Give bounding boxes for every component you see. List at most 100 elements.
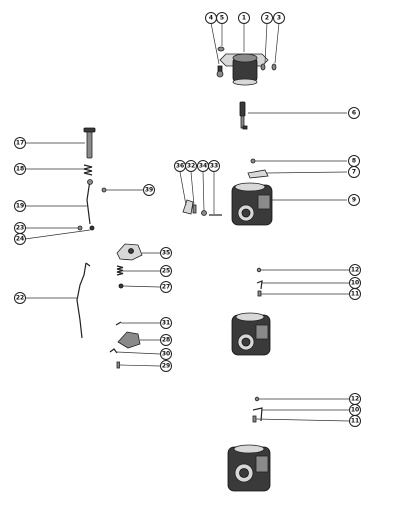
callout-label-23: 23 xyxy=(16,225,24,232)
pin-part-31 xyxy=(115,321,122,326)
callout-35: 35 xyxy=(160,247,172,259)
spring-part-11-upper xyxy=(257,290,262,297)
callout-28: 28 xyxy=(160,334,172,346)
callout-4: 4 xyxy=(205,12,217,24)
callout-10-lower: 10 xyxy=(349,404,361,416)
spring-part-26 xyxy=(116,265,124,276)
float-part-28 xyxy=(117,331,141,349)
jet-part-6 xyxy=(239,101,248,130)
screw-part-4 xyxy=(216,65,224,78)
callout-label-33: 33 xyxy=(210,163,218,170)
screw-part-8 xyxy=(250,158,256,164)
callout-label-7: 7 xyxy=(352,169,356,176)
pin-part-32 xyxy=(192,204,197,214)
leader-lines xyxy=(24,22,350,422)
callout-5: 5 xyxy=(216,12,228,24)
callout-label-30: 30 xyxy=(162,351,170,358)
callout-label-18: 18 xyxy=(16,166,24,173)
callout-7: 7 xyxy=(348,166,360,178)
link-rod-part-19 xyxy=(86,179,93,225)
washer-part-5 xyxy=(217,46,225,52)
callout-label-1: 1 xyxy=(242,15,246,22)
screw-part-12-lower xyxy=(254,396,260,402)
callout-9: 9 xyxy=(348,194,360,206)
carburetor-body-2 xyxy=(231,312,271,356)
callout-36: 36 xyxy=(174,160,186,172)
callout-label-28: 28 xyxy=(162,337,170,344)
callout-10-upper: 10 xyxy=(349,277,361,289)
callout-label-36: 36 xyxy=(176,163,184,170)
spring-part-18 xyxy=(83,164,93,176)
callout-label-34: 34 xyxy=(199,163,207,170)
callout-label-10-upper: 10 xyxy=(351,280,359,287)
washer-part-27 xyxy=(118,283,124,289)
callout-25: 25 xyxy=(160,265,172,277)
callout-24: 24 xyxy=(14,233,26,245)
callout-label-17: 17 xyxy=(16,140,24,147)
callout-label-9: 9 xyxy=(352,197,356,204)
callout-27: 27 xyxy=(160,281,172,293)
bracket-part-7 xyxy=(247,169,269,179)
callout-33: 33 xyxy=(208,160,220,172)
callout-12-lower: 12 xyxy=(349,393,361,405)
link-arm-part-22 xyxy=(76,262,91,339)
callout-18: 18 xyxy=(14,163,26,175)
callout-label-12-lower: 12 xyxy=(351,396,359,403)
callout-label-8: 8 xyxy=(352,158,356,165)
callout-label-11-lower: 11 xyxy=(351,418,359,425)
callout-3: 3 xyxy=(273,12,285,24)
gasket-part-2-3 xyxy=(260,63,277,71)
clip-part-23 xyxy=(77,225,83,231)
callout-23: 23 xyxy=(14,222,26,234)
callout-label-27: 27 xyxy=(162,284,170,291)
carburetor-body-3 xyxy=(227,444,271,492)
bracket-part-35 xyxy=(116,243,143,261)
callout-12-upper: 12 xyxy=(349,264,361,276)
callout-label-19: 19 xyxy=(16,203,24,210)
callout-label-6: 6 xyxy=(352,110,356,117)
needle-part-10-upper xyxy=(256,280,263,290)
shaft-part-17 xyxy=(83,127,96,159)
callout-label-4: 4 xyxy=(209,15,213,22)
callout-label-10-lower: 10 xyxy=(351,407,359,414)
callout-34: 34 xyxy=(197,160,209,172)
callout-label-39: 39 xyxy=(145,187,153,194)
callout-2: 2 xyxy=(261,12,273,24)
callout-1: 1 xyxy=(238,12,250,24)
callout-17: 17 xyxy=(14,137,26,149)
callout-label-3: 3 xyxy=(277,15,281,22)
callout-6: 6 xyxy=(348,107,360,119)
callout-32: 32 xyxy=(185,160,197,172)
nut-part-34 xyxy=(201,210,207,216)
callout-11-upper: 11 xyxy=(349,288,361,300)
callout-label-25: 25 xyxy=(162,268,170,275)
callout-22: 22 xyxy=(14,292,26,304)
callout-11-lower: 11 xyxy=(349,415,361,427)
callout-label-35: 35 xyxy=(162,250,170,257)
screw-part-39 xyxy=(101,187,107,193)
carburetor-body-part-9 xyxy=(231,182,273,226)
callout-39: 39 xyxy=(143,184,155,196)
callout-19: 19 xyxy=(14,200,26,212)
needle-part-29 xyxy=(116,361,120,369)
washer-part-24 xyxy=(89,225,95,231)
callout-30: 30 xyxy=(160,348,172,360)
callout-29: 29 xyxy=(160,360,172,372)
callout-label-32: 32 xyxy=(187,163,195,170)
float-bowl-cover-part xyxy=(219,53,269,86)
callout-label-24: 24 xyxy=(16,236,24,243)
callout-label-22: 22 xyxy=(16,295,24,302)
clip-part-30 xyxy=(109,348,118,354)
callout-label-2: 2 xyxy=(265,15,269,22)
callout-label-12-upper: 12 xyxy=(351,267,359,274)
spring-part-11-lower xyxy=(252,415,257,423)
screw-part-12-upper xyxy=(256,267,262,273)
callout-label-5: 5 xyxy=(220,15,224,22)
callout-label-11-upper: 11 xyxy=(351,291,359,298)
callout-label-31: 31 xyxy=(162,320,170,327)
callout-label-29: 29 xyxy=(162,363,170,370)
lever-part-36 xyxy=(182,199,194,215)
needle-part-10-lower xyxy=(252,407,263,422)
callout-8: 8 xyxy=(348,155,360,167)
